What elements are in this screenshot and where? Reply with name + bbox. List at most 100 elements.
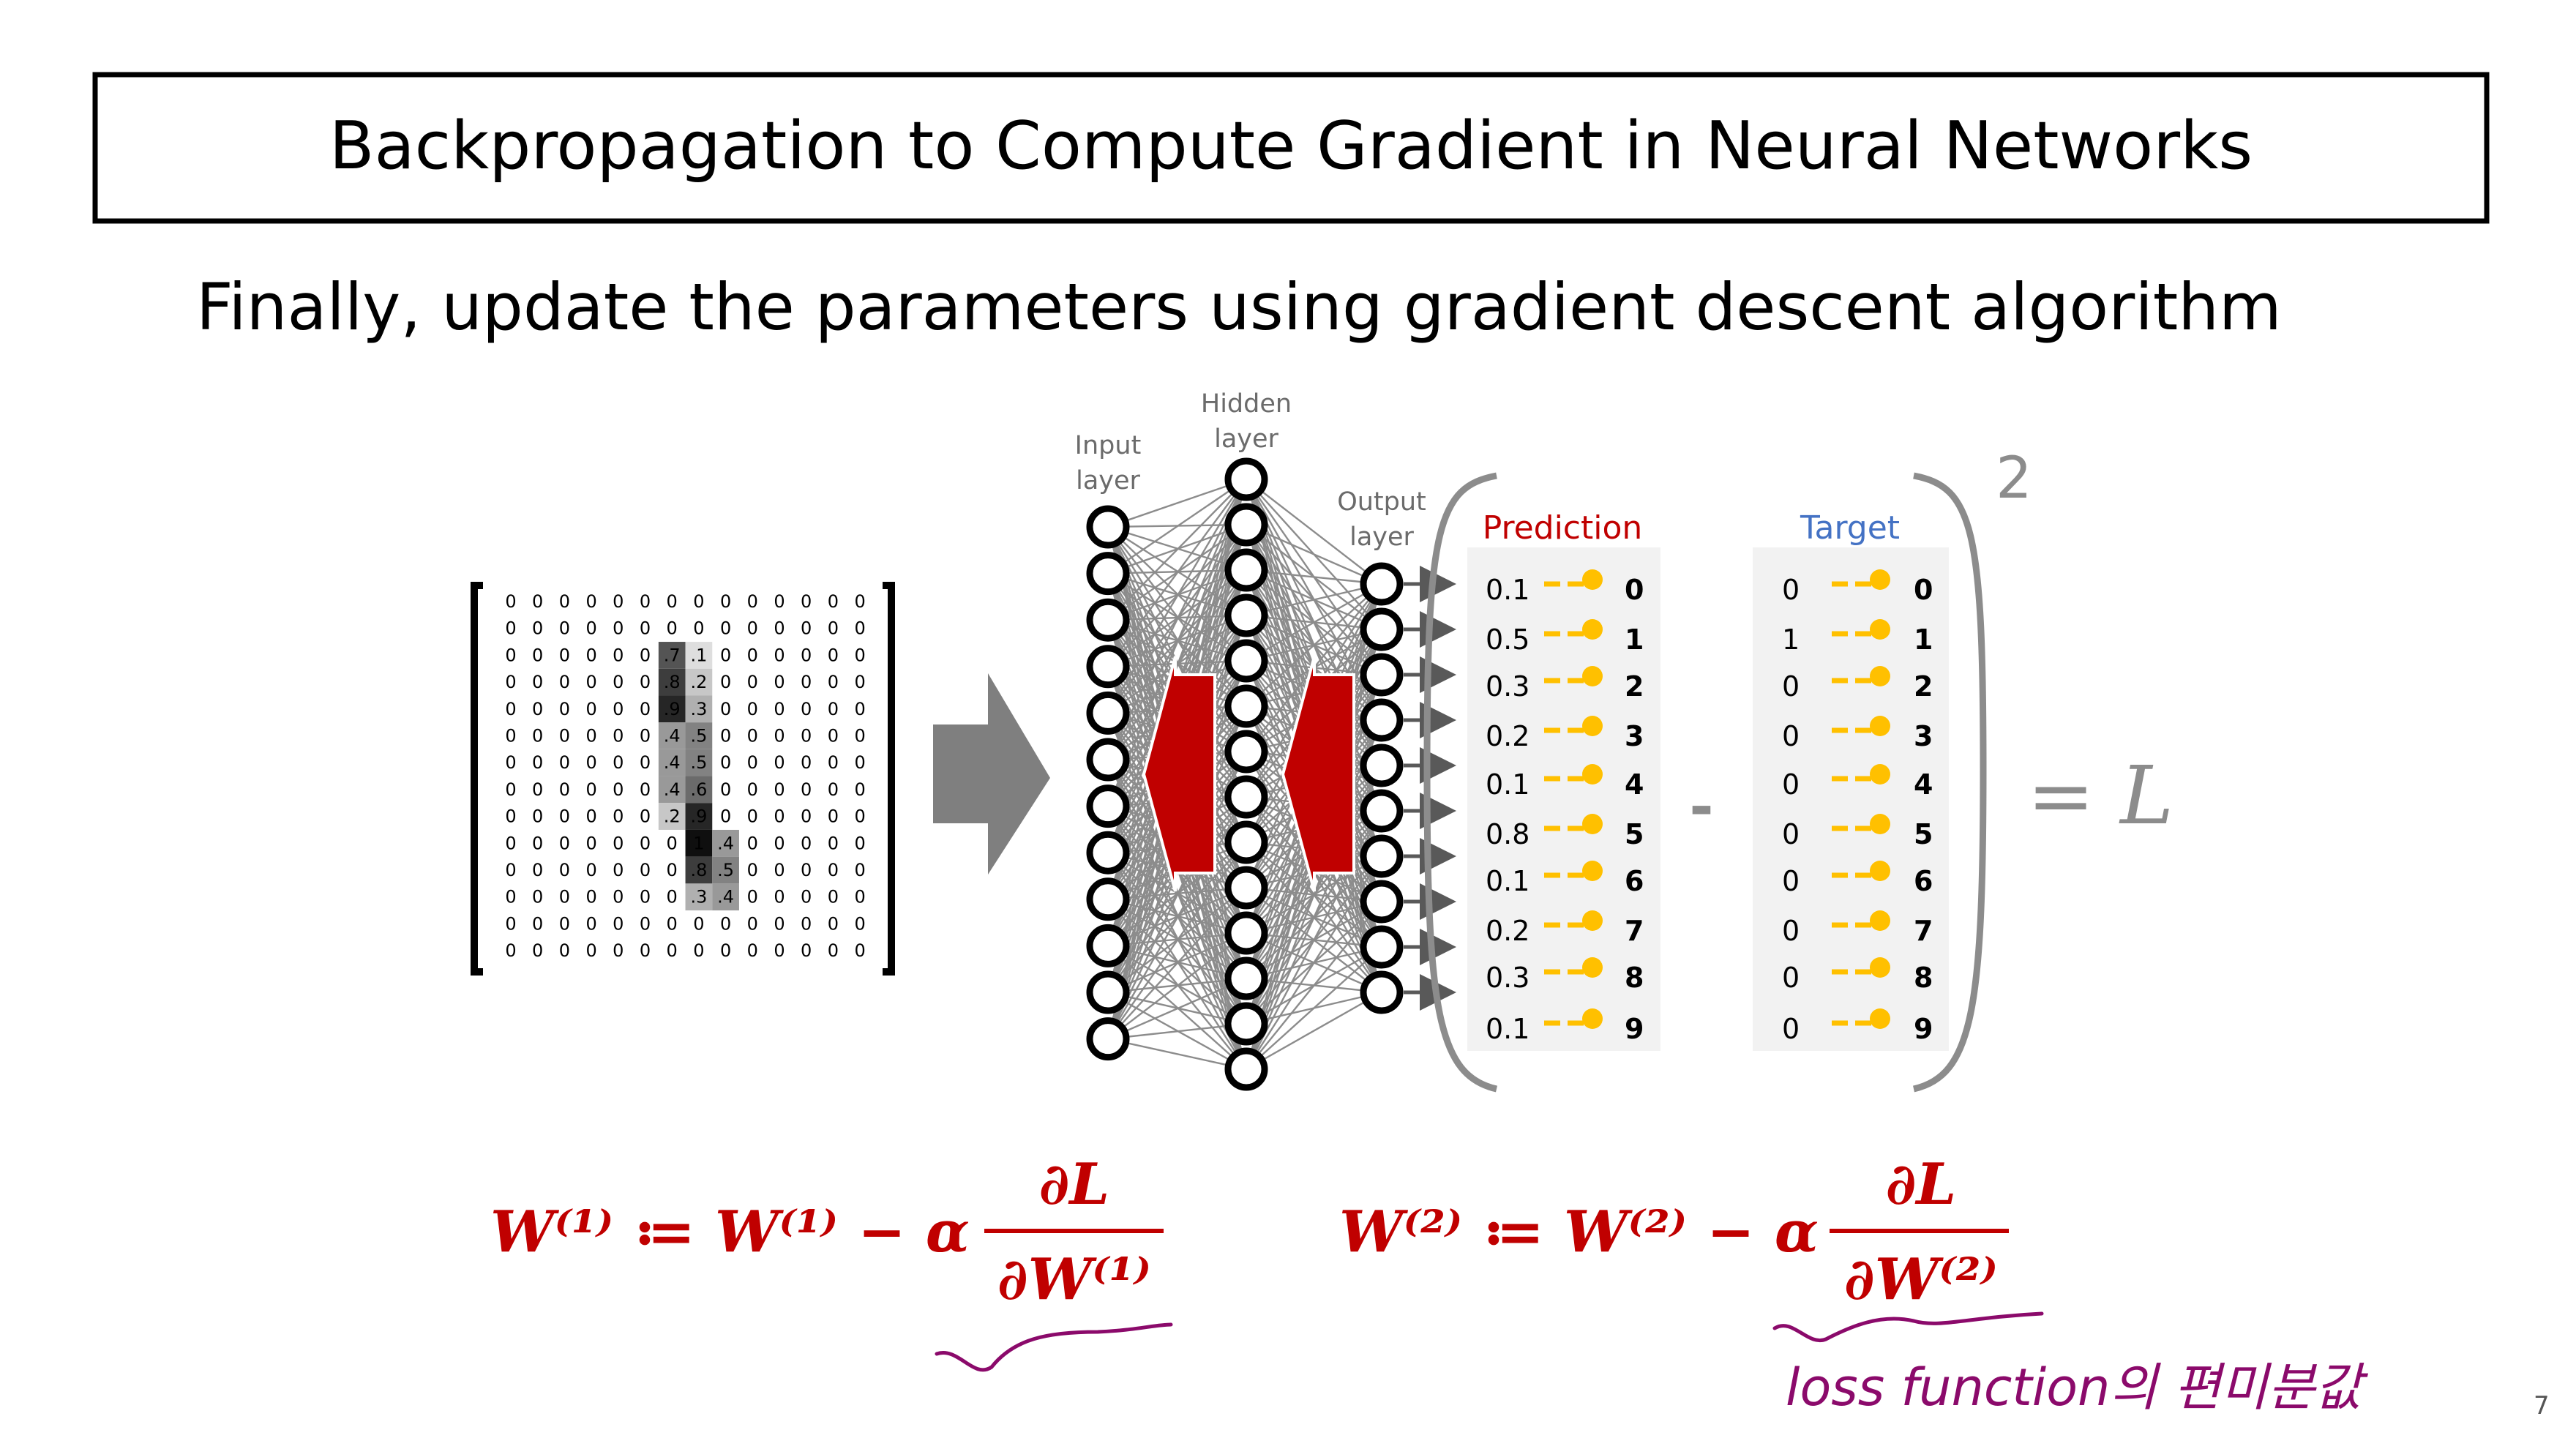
matrix-cell-value: 0	[720, 779, 731, 800]
prediction-digit: 6	[1625, 865, 1644, 897]
target-digit: 0	[1914, 574, 1933, 606]
target-panel	[1753, 547, 1949, 1051]
matrix-cell-value: 0	[720, 618, 731, 639]
output-node	[1360, 970, 1404, 1014]
prediction-value: 0.1	[1486, 768, 1530, 801]
matrix-cell-value: 0	[559, 618, 570, 639]
matrix-cell-value: 0	[613, 887, 624, 907]
matrix-cell-value: 0	[854, 591, 865, 612]
connection-input-hidden	[1107, 1022, 1247, 1040]
matrix-cell-value: 0	[774, 752, 785, 773]
matrix-cell-value: 0	[828, 806, 839, 827]
matrix-cell-value: 0	[559, 591, 570, 612]
matrix-cell-value: .4	[717, 833, 734, 853]
matrix-cell-value: 0	[613, 752, 624, 773]
matrix-cell-value: 0	[505, 860, 516, 880]
matrix-cell-value: 0	[585, 672, 596, 692]
matrix-cell-value: 0	[774, 860, 785, 880]
matrix-cell-value: .3	[690, 887, 707, 907]
pin-head	[1582, 957, 1603, 978]
matrix-cell-value: 0	[640, 913, 651, 934]
matrix-cell-value: 0	[774, 779, 785, 800]
connection-hidden-output	[1246, 991, 1382, 1071]
target-value: 0	[1782, 720, 1800, 752]
hidden-node	[1224, 1002, 1268, 1046]
matrix-cell-value: 0	[585, 591, 596, 612]
equation-1-denominator: ∂W⁽¹⁾	[997, 1246, 1151, 1313]
pin-head	[1870, 861, 1890, 881]
pin-head	[1582, 814, 1603, 834]
matrix-cell-value: 0	[505, 833, 516, 853]
pin-head	[1870, 716, 1890, 736]
matrix-cell-value: 0	[774, 913, 785, 934]
matrix-cell-value: 0	[774, 672, 785, 692]
output-layer-label-1: Output	[1337, 487, 1426, 517]
matrix-cell-value: 0	[801, 726, 812, 746]
matrix-cell-value: 0	[693, 618, 704, 639]
slide-subtitle: Finally, update the parameters using gra…	[196, 269, 2282, 345]
matrix-cell-value: 0	[720, 806, 731, 827]
matrix-cell-value: 0	[747, 913, 758, 934]
matrix-cell-value: 0	[505, 699, 516, 719]
matrix-cell-value: 0	[532, 752, 543, 773]
target-digit: 5	[1914, 818, 1933, 850]
matrix-cell-value: 0	[747, 672, 758, 692]
matrix-cell-value: .5	[690, 726, 707, 746]
matrix-cell-shade	[658, 776, 686, 804]
connection-hidden-output	[1246, 946, 1382, 1070]
matrix-cell-value: 0	[505, 887, 516, 907]
connection-input-hidden	[1107, 932, 1247, 1040]
matrix-cell-value: 0	[640, 672, 651, 692]
hidden-node	[1224, 820, 1268, 864]
connection-hidden-output	[1245, 765, 1383, 1070]
matrix-cell-value: 0	[559, 913, 570, 934]
matrix-cell-value: 0	[774, 645, 785, 665]
page-number: 7	[2534, 1391, 2550, 1420]
connection-input-hidden	[1107, 479, 1248, 807]
hidden-node	[1224, 775, 1268, 819]
matrix-cell-value: 1	[693, 833, 704, 853]
pin-head	[1870, 814, 1890, 834]
matrix-cell-value: 0	[747, 618, 758, 639]
target-label: Target	[1800, 509, 1900, 547]
connection-input-hidden	[1107, 479, 1247, 574]
target-digit: 3	[1914, 720, 1933, 752]
matrix-cell-value: 0	[747, 887, 758, 907]
matrix-cell-value: 0	[854, 806, 865, 827]
matrix-cell-value: 0	[828, 860, 839, 880]
prediction-label: Prediction	[1483, 509, 1643, 547]
hidden-node	[1224, 1047, 1268, 1091]
layer-labels: Input layer Hidden layer Output layer	[1075, 389, 1426, 552]
prediction-value: 0.2	[1486, 720, 1530, 752]
connection-input-hidden	[1107, 977, 1247, 1040]
matrix-cell-value: 0	[774, 618, 785, 639]
matrix-cell-value: 0	[532, 726, 543, 746]
matrix-cell-value: 0	[505, 913, 516, 934]
prediction-digit: 7	[1625, 915, 1644, 947]
matrix-cell-value: 0	[640, 887, 651, 907]
connection-input-hidden	[1107, 479, 1248, 714]
target-value: 0	[1782, 1013, 1800, 1045]
matrix-cell-value: 0	[585, 806, 596, 827]
minus-sign: -	[1689, 773, 1713, 841]
matrix-cell-shade	[712, 856, 739, 884]
hidden-node	[1224, 548, 1268, 592]
output-node	[1360, 607, 1404, 651]
matrix-cell-value: 0	[774, 699, 785, 719]
matrix-cell-value: 0	[613, 860, 624, 880]
matrix-cell-value: 0	[640, 699, 651, 719]
prediction-digit: 0	[1625, 574, 1644, 606]
pin-head	[1582, 569, 1603, 590]
matrix-cell-shade	[685, 776, 713, 804]
pin-head	[1870, 1008, 1890, 1029]
matrix-cell-value: 0	[640, 752, 651, 773]
pin-head	[1582, 910, 1603, 931]
title-box	[92, 72, 2490, 224]
equation-1-lhs: W⁽¹⁾ ≔ W⁽¹⁾ − α	[490, 1199, 970, 1265]
matrix-cell-value: 0	[532, 672, 543, 692]
input-node	[1086, 877, 1130, 921]
matrix-cell-value: 0	[801, 618, 812, 639]
matrix-cell-value: 0	[720, 752, 731, 773]
input-layer-label-1: Input	[1075, 431, 1142, 460]
